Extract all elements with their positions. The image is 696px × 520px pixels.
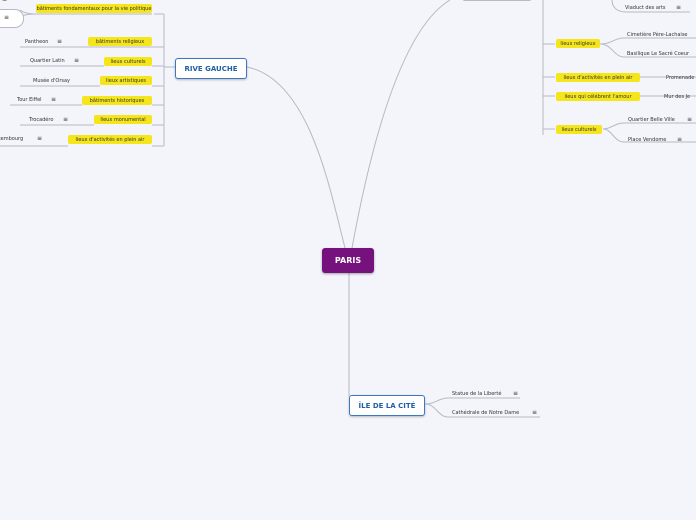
notes-icon[interactable]: ≡ — [4, 14, 10, 21]
category-religieux-droite[interactable]: lieux religieux — [556, 39, 600, 48]
leaf-notre-dame[interactable]: Cathédrale de Notre Dame — [452, 409, 520, 416]
ile-de-la-cite-node[interactable]: ÎLE DE LA CITÉ — [349, 395, 425, 416]
notes-icon[interactable]: ≡ — [677, 136, 683, 143]
category-plein-air-droite[interactable]: lieux d'activités en plein air — [556, 73, 640, 82]
leaf-place-vendome[interactable]: Place Vendome — [628, 136, 667, 143]
category-culturels-droite[interactable]: lieux culturels — [556, 125, 602, 134]
notes-icon[interactable]: ≡ — [63, 116, 69, 123]
category-historiques[interactable]: bâtiments historiques — [82, 96, 152, 105]
notes-icon[interactable]: ≡ — [74, 57, 80, 64]
leaf-trocadero[interactable]: Trocadéro — [29, 116, 54, 123]
category-politique[interactable]: bâtiments fondamentaux pour la vie polit… — [36, 4, 152, 13]
root-node[interactable]: PARIS — [322, 248, 374, 273]
leaf-sacre-coeur[interactable]: Basilique Le Sacré Coeur — [627, 50, 690, 57]
notes-icon[interactable]: ≡ — [57, 38, 63, 45]
category-artistiques[interactable]: lieux artistiques — [100, 76, 152, 85]
leaf-musee-orsay[interactable]: Musée d'Orsay — [33, 77, 70, 84]
category-amour[interactable]: lieux qui célébrent l'amour — [556, 92, 640, 101]
leaf-quartier-latin[interactable]: Quartier Latin — [30, 57, 65, 64]
leaf-luxembourg[interactable]: Luxembourg — [0, 135, 24, 142]
notes-icon[interactable]: ≡ — [513, 390, 519, 397]
cutoff-node-left[interactable] — [0, 9, 24, 28]
leaf-pere-lachaise[interactable]: Cimetière Père-Lachaise — [627, 31, 688, 38]
connector-rive-gauche-bus — [163, 14, 175, 146]
category-monumental[interactable]: lieux monumental — [94, 115, 152, 124]
leaf-statue-liberte[interactable]: Statue de la Liberté — [452, 390, 502, 397]
leaf-belle-ville[interactable]: Quartier Belle Ville — [628, 116, 675, 123]
notes-icon[interactable]: ≡ — [37, 135, 43, 142]
notes-icon[interactable]: ≡ — [532, 409, 538, 416]
notes-icon[interactable]: ≡ — [51, 96, 57, 103]
notes-icon[interactable]: ≡ — [676, 4, 682, 11]
leaf-tour-eiffel[interactable]: Tour Eiffel — [17, 96, 42, 103]
leaf-pantheon[interactable]: Pantheon — [25, 38, 49, 45]
category-religieux[interactable]: bâtiments religieux — [88, 37, 152, 46]
connector-root-rive-droite — [351, 0, 451, 249]
category-plein-air[interactable]: lieux d'activités en plein air — [68, 135, 152, 144]
connector-root-rive-gauche — [246, 66, 346, 249]
leaf-mur-je[interactable]: Mur des Je — [664, 93, 691, 100]
leaf-viaduct-arts[interactable]: Viaduct des arts — [625, 4, 666, 11]
category-culturels[interactable]: lieux culturels — [104, 57, 152, 66]
notes-icon[interactable]: ≡ — [687, 116, 693, 123]
notes-icon[interactable]: ≡ — [2, 0, 7, 4]
rive-gauche-node[interactable]: RIVE GAUCHE — [175, 58, 247, 79]
leaf-promenade[interactable]: Promenade — [666, 74, 695, 81]
rive-droite-node-edge[interactable] — [462, 0, 532, 1]
